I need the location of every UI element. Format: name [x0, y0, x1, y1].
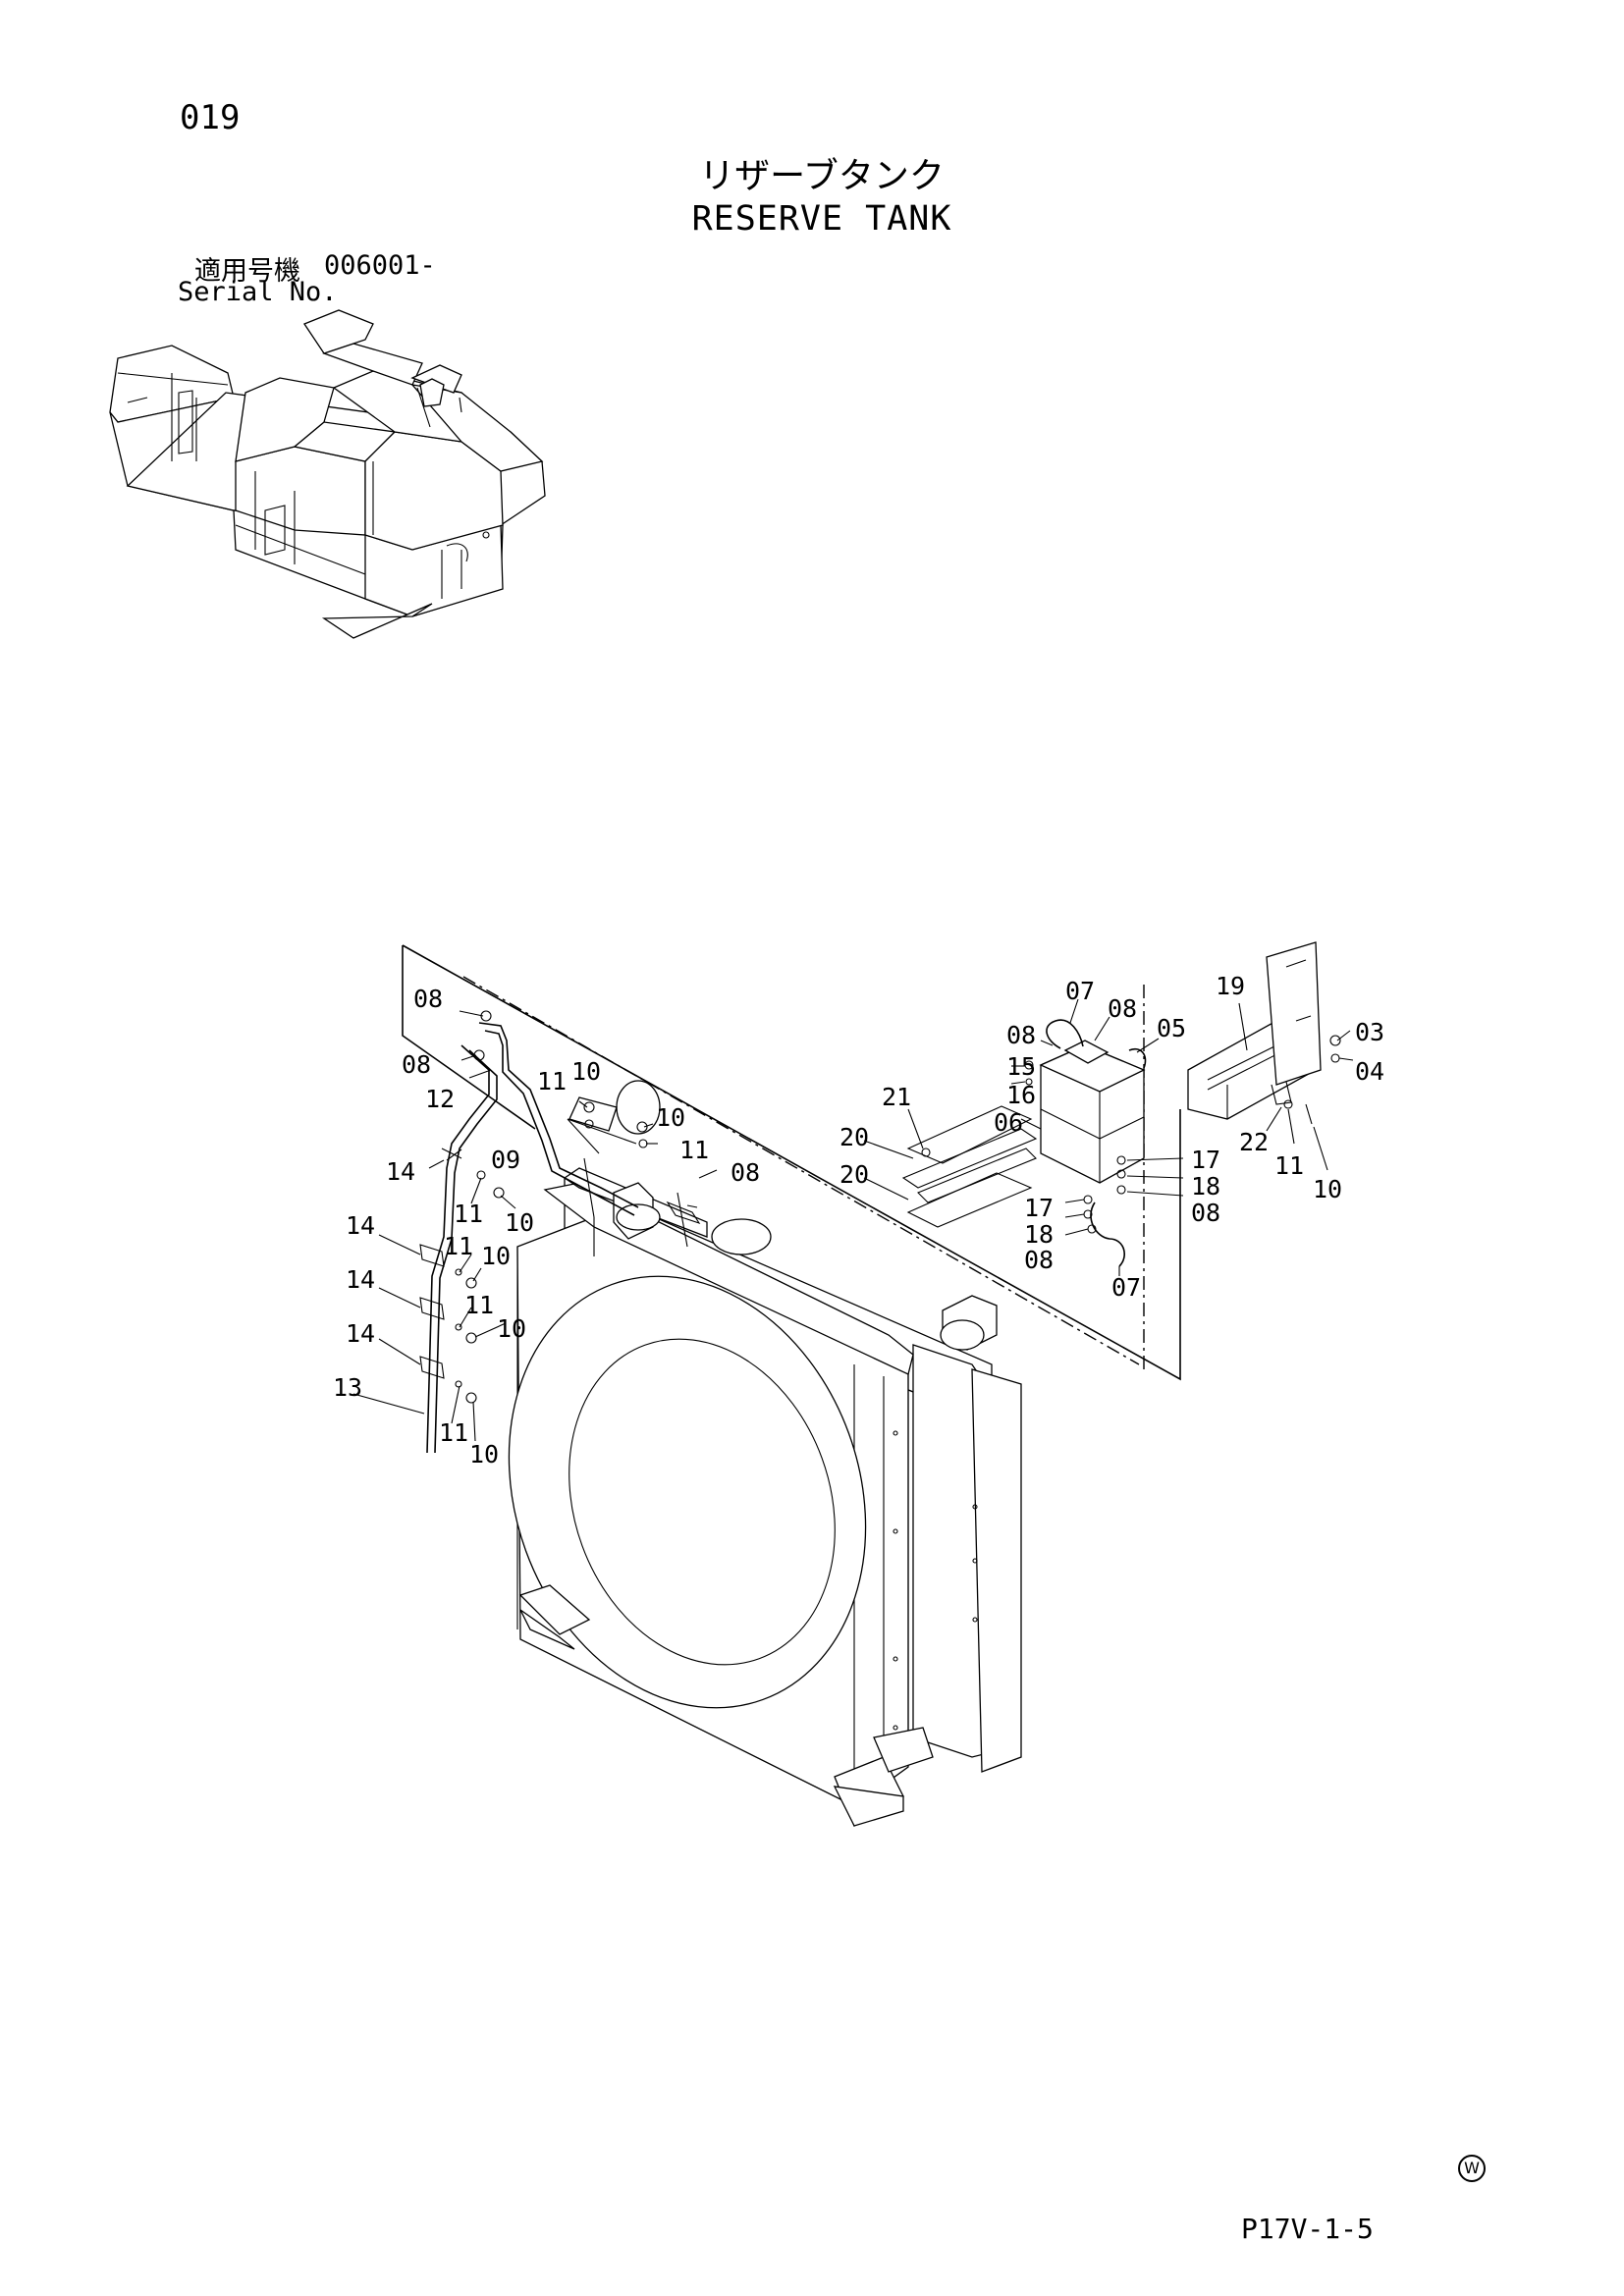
callout-06: 06 [994, 1108, 1023, 1137]
callout-08: 08 [402, 1050, 431, 1079]
callout-11: 11 [464, 1291, 494, 1319]
callout-07: 07 [1111, 1273, 1141, 1302]
hose-routing [419, 1022, 701, 1454]
callout-labels: 08 08 12 11 10 10 11 09 08 14 11 10 14 1… [333, 972, 1384, 1468]
callout-18: 18 [1191, 1172, 1220, 1201]
leader-lines [352, 998, 1354, 1442]
callout-10: 10 [505, 1208, 534, 1237]
callout-10: 10 [469, 1440, 499, 1468]
circled-mark: W [1458, 2155, 1486, 2182]
callout-13: 13 [333, 1373, 362, 1402]
callout-10: 10 [571, 1057, 601, 1086]
callout-11: 11 [537, 1067, 567, 1095]
serial-number-value: 006001- [324, 250, 436, 281]
callout-04: 04 [1355, 1057, 1384, 1086]
callout-12: 12 [425, 1085, 455, 1113]
callout-17: 17 [1191, 1146, 1220, 1174]
callout-08: 08 [413, 985, 443, 1013]
callout-08: 08 [1108, 994, 1137, 1023]
radiator-assembly [508, 1080, 1022, 1827]
callout-19: 19 [1216, 972, 1245, 1000]
serial-label-japanese: 適用号機 [194, 256, 300, 287]
callout-10: 10 [1313, 1175, 1342, 1203]
callout-14: 14 [346, 1319, 375, 1348]
callout-20: 20 [839, 1160, 869, 1189]
callout-11: 11 [1274, 1151, 1304, 1180]
callout-15: 15 [1006, 1052, 1036, 1081]
title-english: RESERVE TANK [691, 199, 952, 239]
callout-14: 14 [346, 1265, 375, 1294]
callout-11: 11 [439, 1418, 468, 1447]
callout-08: 08 [1006, 1021, 1036, 1049]
page-code: P17V-1-5 [1241, 2213, 1374, 2245]
reserve-tank-assembly [901, 941, 1341, 1267]
serial-label-english: Serial No. [178, 277, 338, 307]
callout-10: 10 [497, 1314, 526, 1343]
callout-14: 14 [346, 1211, 375, 1240]
callout-21: 21 [882, 1083, 911, 1111]
callout-11: 11 [444, 1232, 473, 1260]
excavator-overview-illustration [109, 309, 546, 639]
callout-07: 07 [1065, 977, 1095, 1005]
callout-08: 08 [731, 1158, 760, 1187]
callout-16: 16 [1006, 1081, 1036, 1109]
callout-22: 22 [1239, 1128, 1269, 1156]
title-japanese: リザーブタンク [699, 156, 945, 196]
page-number: 019 [180, 98, 241, 137]
callout-18: 18 [1024, 1220, 1054, 1249]
callout-08: 08 [1024, 1246, 1054, 1274]
fasteners [455, 1010, 648, 1404]
callout-17: 17 [1024, 1194, 1054, 1222]
callout-05: 05 [1157, 1014, 1186, 1042]
callout-10: 10 [656, 1103, 685, 1132]
callout-11: 11 [679, 1136, 709, 1164]
callout-10: 10 [481, 1242, 511, 1270]
callout-14: 14 [386, 1157, 415, 1186]
callout-08: 08 [1191, 1199, 1220, 1227]
callout-03: 03 [1355, 1018, 1384, 1046]
callout-20: 20 [839, 1123, 869, 1151]
callout-09: 09 [491, 1146, 520, 1174]
callout-11: 11 [454, 1200, 483, 1228]
